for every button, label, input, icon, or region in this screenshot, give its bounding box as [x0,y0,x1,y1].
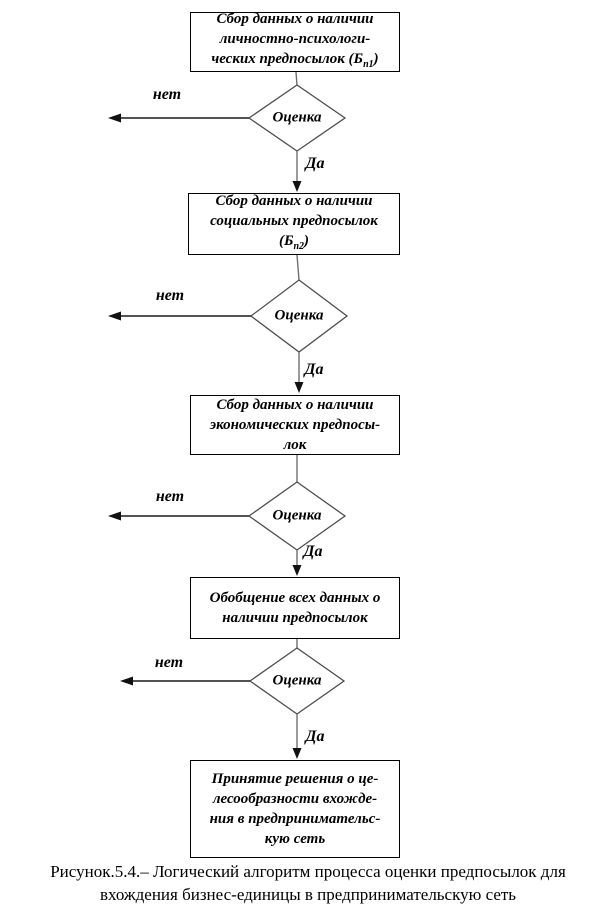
decision-label-2: Оценка [274,307,324,324]
box-text-line: Принятие решения о це- [211,771,379,787]
subscript: п2 [293,241,305,252]
no-arrowhead-4 [120,676,133,686]
box-text-line: лесообразности вхожде- [212,791,378,807]
box-text-line: Сбор данных о наличии [216,397,374,413]
yes-arrowhead-1 [292,181,302,192]
yes-arrowhead-3 [292,565,302,576]
process-box-collect-economic: Сбор данных о наличии экономических пред… [190,395,400,455]
stage-3-shapes [108,455,347,576]
yes-label-4: Да [305,728,325,745]
box-text-line: наличии предпосылок [222,610,368,626]
no-label-4: нет [154,654,184,671]
no-label-1: нет [152,86,182,103]
figure-caption: Рисунок.5.4.– Логический алгоритм процес… [0,861,616,906]
stage-2-shapes [108,254,349,393]
no-label-3: нет [155,488,185,505]
stage-1-shapes [108,71,347,192]
subscript: п1 [363,59,374,70]
decision-label-3: Оценка [272,507,322,524]
caption-line-1: Рисунок.5.4.– Логический алгоритм процес… [50,862,566,881]
process-box-collect-personal: Сбор данных о наличии личностно-психолог… [190,11,400,72]
yes-arrowhead-2 [294,382,304,393]
caption-line-2: вхождения бизнес-единицы в предпринимате… [99,884,517,904]
no-arrowhead-3 [108,511,121,521]
box-text-line: Сбор данных о наличии [215,193,373,209]
no-arrowhead-1 [108,113,121,123]
process-box-summarize: Обобщение всех данных о наличии предпосы… [190,577,400,639]
connector-box1-diamond1 [295,71,298,86]
box-text-line: ния в предпринимательс- [209,811,381,827]
box-text-line: (Бп2) [278,233,310,252]
box-text-line: Обобщение всех данных о [209,590,381,606]
process-box-collect-social: Сбор данных о наличии социальных предпос… [188,193,400,255]
stage-4-shapes [120,639,346,759]
box-text-line: Сбор данных о наличии [216,11,374,27]
yes-label-2: Да [304,361,324,378]
yes-label-1: Да [305,155,325,172]
no-label-2: нет [155,287,185,304]
yes-label-3: Да [303,543,323,560]
box-text-line: ческих предпосылок (Бп1) [211,51,379,70]
process-box-decision-final: Принятие решения о це- лесообразности вх… [190,760,400,858]
box-text-line: экономических предпосы- [209,417,381,433]
decision-label-1: Оценка [272,109,322,126]
box-text-line: личностно-психологи- [219,31,371,47]
box-text-line: социальных предпосылок [210,213,378,229]
box-text-line: кую сеть [264,831,326,847]
yes-arrowhead-4 [292,748,302,759]
no-arrowhead-2 [108,311,121,321]
box-text-line: лок [283,437,307,453]
connector-box2-diamond2 [296,254,300,281]
decision-label-4: Оценка [272,672,322,689]
